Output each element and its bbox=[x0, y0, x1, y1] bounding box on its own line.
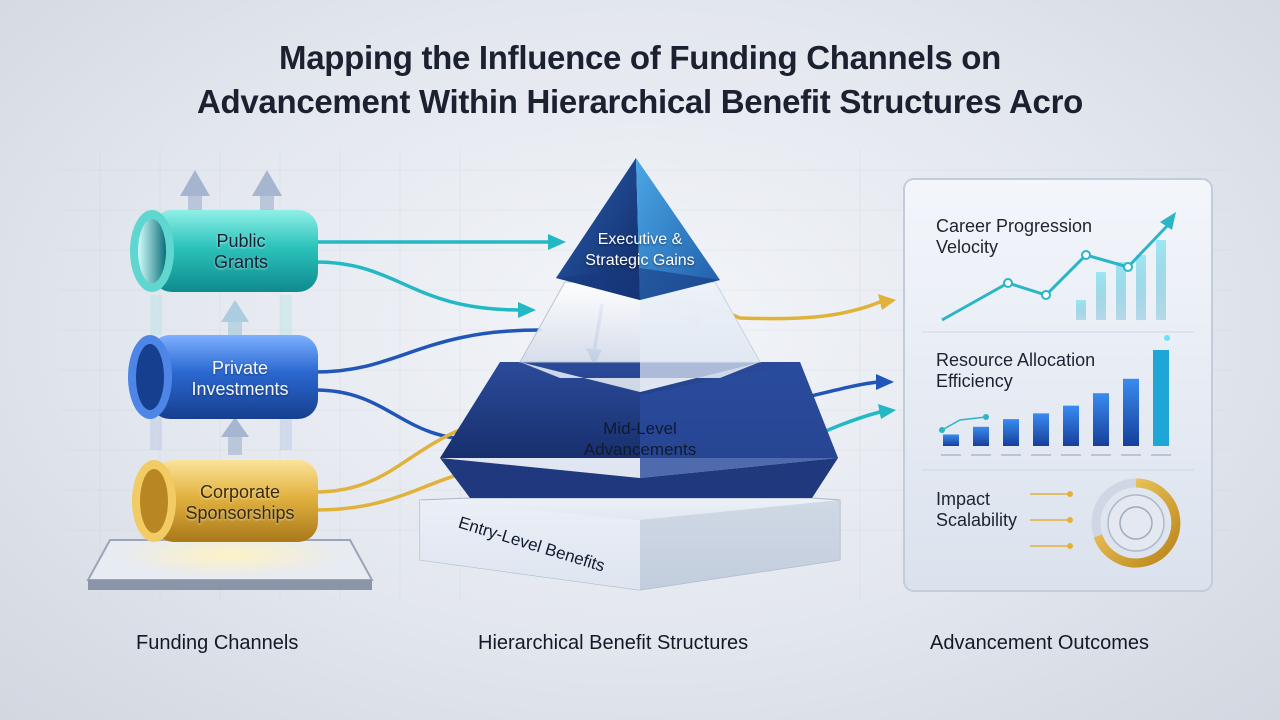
title-line-1: Mapping the Influence of Funding Channel… bbox=[279, 39, 1001, 76]
allocation-tick bbox=[1121, 454, 1141, 456]
allocation-tick bbox=[1061, 454, 1081, 456]
metric-line-2: Velocity bbox=[936, 237, 999, 257]
allocation-tick bbox=[971, 454, 991, 456]
allocation-bar bbox=[1153, 350, 1169, 446]
section-hierarchical-structures: Hierarchical Benefit Structures bbox=[478, 632, 749, 654]
metric-line-1: Career Progression bbox=[936, 216, 1093, 236]
metric-impact-scalability: Impact Scalability bbox=[936, 489, 1036, 531]
title-line-2: Advancement Within Hierarchical Benefit … bbox=[196, 83, 1084, 120]
tier-line-2: Advancements bbox=[583, 440, 697, 459]
channel-line-1: Public bbox=[216, 231, 266, 251]
allocation-bar-chart bbox=[941, 350, 1171, 456]
allocation-bar bbox=[1033, 413, 1049, 446]
label-public-grants: Public Grants bbox=[178, 231, 304, 273]
allocation-tick bbox=[941, 454, 961, 456]
label-corporate-sponsorships: Corporate Sponsorships bbox=[172, 482, 308, 524]
velocity-bar bbox=[1116, 262, 1126, 320]
channel-line-2: Sponsorships bbox=[185, 503, 295, 523]
benefit-pyramid bbox=[419, 158, 841, 591]
section-funding-channels: Funding Channels bbox=[136, 632, 299, 654]
allocation-bar bbox=[973, 426, 989, 446]
metric-line-2: Scalability bbox=[936, 510, 1018, 530]
funding-platform bbox=[86, 533, 374, 590]
allocation-bar bbox=[1003, 419, 1019, 446]
allocation-tick bbox=[1031, 454, 1051, 456]
allocation-tick bbox=[1151, 454, 1171, 456]
tier-line-2: Strategic Gains bbox=[585, 252, 695, 269]
channel-line-1: Corporate bbox=[199, 482, 281, 502]
velocity-bar bbox=[1096, 272, 1106, 320]
allocation-bar bbox=[1063, 405, 1079, 446]
allocation-bar bbox=[943, 434, 959, 446]
allocation-line bbox=[939, 335, 1170, 433]
velocity-bar bbox=[1136, 255, 1146, 320]
metric-line-2: Efficiency bbox=[936, 371, 1013, 391]
tier-mid-level: Mid-Level Advancements bbox=[560, 418, 720, 460]
impact-indicators bbox=[1030, 491, 1073, 549]
pipe-public-grants bbox=[130, 210, 318, 292]
pipe-private-investments bbox=[128, 335, 318, 419]
pipe-corporate-sponsorships bbox=[132, 460, 318, 542]
tier-line-1: Executive & bbox=[597, 231, 683, 248]
outcomes-panel bbox=[903, 178, 1213, 592]
velocity-bar bbox=[1156, 240, 1166, 320]
metric-line-1: Impact bbox=[936, 489, 991, 509]
section-advancement-outcomes: Advancement Outcomes bbox=[930, 632, 1149, 654]
tier-executive: Executive & Strategic Gains bbox=[560, 229, 720, 271]
allocation-tick bbox=[1001, 454, 1021, 456]
allocation-tick bbox=[1091, 454, 1111, 456]
velocity-bar bbox=[1076, 300, 1086, 320]
allocation-bar bbox=[1093, 393, 1109, 446]
channel-line-2: Investments bbox=[191, 379, 289, 399]
label-private-investments: Private Investments bbox=[176, 358, 304, 400]
metric-line-1: Resource Allocation bbox=[936, 350, 1096, 370]
velocity-line-chart bbox=[941, 212, 1176, 322]
channel-line-2: Grants bbox=[213, 252, 269, 272]
page-title: Mapping the Influence of Funding Channel… bbox=[0, 36, 1280, 124]
metric-career-progression: Career Progression Velocity bbox=[936, 216, 1136, 258]
channel-line-1: Private bbox=[211, 358, 269, 378]
tier-line-1: Mid-Level bbox=[603, 419, 677, 438]
metric-resource-allocation: Resource Allocation Efficiency bbox=[936, 350, 1146, 392]
scalability-gauge bbox=[1091, 478, 1181, 568]
allocation-bar bbox=[1123, 378, 1139, 446]
